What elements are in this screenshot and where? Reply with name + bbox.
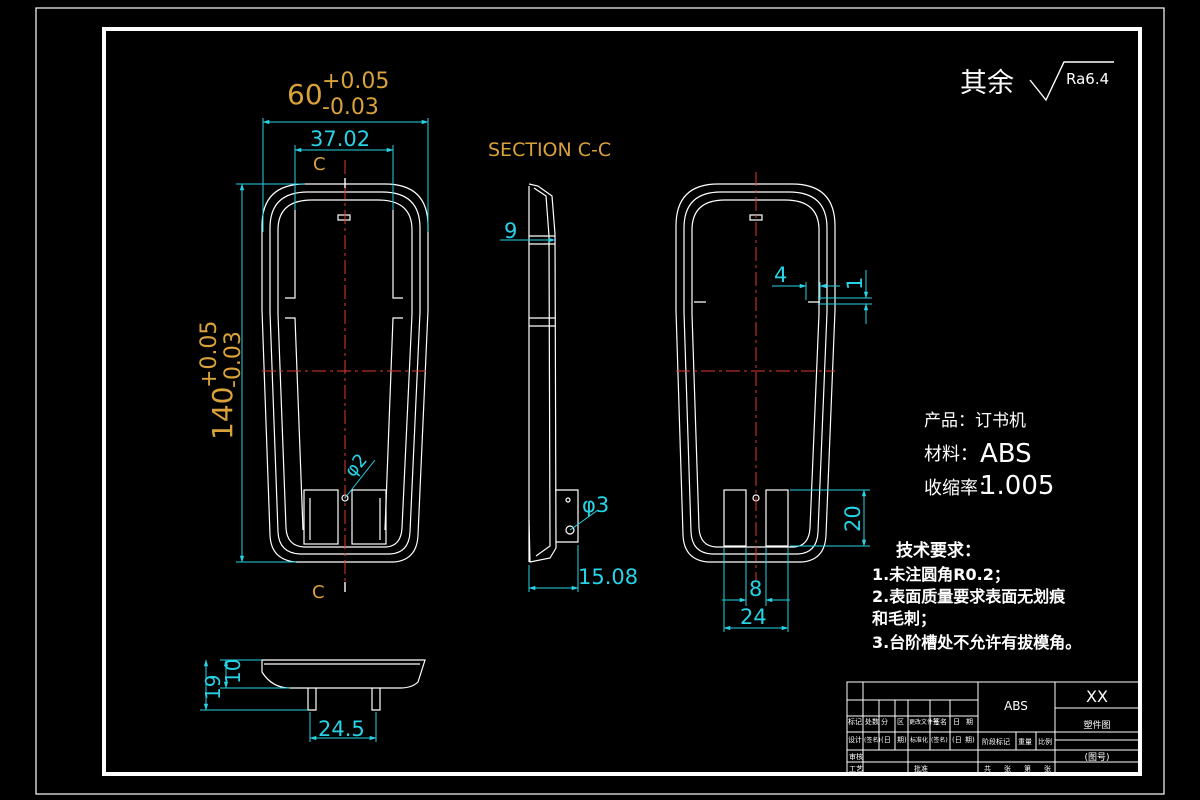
section-title: SECTION C-C [488,139,611,161]
inner-width-dim: 37.02 [310,127,370,151]
inner-frame [102,27,1142,776]
bottom-dimension-lines [200,659,377,742]
roughness-symbol [1029,61,1114,102]
bottom-inner-dim: 10 [221,659,245,684]
tb-r1-5: 签名 [933,717,947,726]
tb-r1-6: 日 [953,718,960,726]
title-block [846,681,1141,775]
tb-r3-2: 比例 [1038,737,1052,746]
tb-code: XX [1086,687,1108,706]
tb-r2-0: 设计 [848,735,862,744]
material-label: 材料： [924,444,978,465]
tb-r2-6: (日 [952,736,962,744]
front-dimension-lines [236,118,429,563]
tb-r5-5: 张 [1044,764,1051,773]
slot-span-dim: 24 [740,605,767,629]
tb-r2-5: (签名) [931,736,948,744]
tb-r1-1: 处数 [865,717,879,726]
roughness-value: Ra6.4 [1066,70,1109,88]
bottom-width-dim: 24.5 [318,717,365,741]
front-centerlines [262,160,428,585]
section-view [528,183,579,563]
step-height-dim: 1 [843,277,867,290]
front-view [261,183,429,563]
side-depth-dim: 9 [504,219,517,243]
tech-title: 技术要求： [896,540,981,561]
step-width-dim: 4 [774,263,787,287]
step-height-dim-group: 1 [843,277,867,290]
slot-gap-dim: 8 [749,577,762,601]
product-note: 产品：订书机 [924,411,1026,431]
slot-height-dim: 20 [841,505,865,532]
tb-r1-0: 标记 [848,717,862,726]
right-dimension-lines [722,270,872,632]
tb-r1-3: 区 [897,718,904,726]
shrink-value: 1.005 [980,471,1054,501]
shrink-label: 收缩率： [924,478,996,499]
tb-r5-0: 工艺 [849,765,863,773]
tb-r5-2: 共 [984,764,991,773]
length-dim-upper: +0.05 [197,321,222,388]
bottom-total-dim: 19 [201,675,225,700]
roughness-label: 其余 [960,68,1014,99]
tech-line-4: 3.台阶槽处不允许有拔模角。 [872,633,1081,652]
tb-r5-4: 第 [1024,764,1031,773]
tech-line-2: 2.表面质量要求表面无划痕 [872,587,1066,606]
side-hole-dim: φ3 [582,493,609,517]
tb-r2-1: (签名) [864,736,881,744]
tb-r3-0: 阶段标记 [982,737,1010,746]
tb-r4-0: 审核 [849,752,863,761]
section-marker-top: C [313,154,326,175]
tb-r3-1: 重量 [1018,738,1032,746]
section-dimension-lines [500,237,599,592]
tb-r2-2: (日 [881,736,891,744]
right-centerlines [676,172,835,580]
right-view [675,183,836,563]
tech-line-3: 和毛刺； [872,609,936,628]
outer-frame [35,7,1165,795]
tb-drawing-no: (图号) [1084,752,1109,763]
length-dim: 140 +0.05 -0.03 [197,321,246,440]
tb-r5-3: 张 [1004,764,1011,773]
tb-r1-2: 分 [881,717,888,726]
bottom-total-dim-group: 19 [201,675,225,700]
slot-height-dim-group: 20 [841,505,865,532]
width-dim-lower: -0.03 [322,95,379,120]
tb-r2-4: 标准化 [910,736,928,744]
length-dim-base: 140 [206,387,239,440]
tb-r1-4: 更改文件号 [909,718,939,726]
tb-name: 塑件图 [1083,719,1110,731]
tb-material: ABS [1004,699,1028,713]
tb-r5-1: 批准 [914,764,928,773]
length-dim-lower: -0.03 [221,331,246,388]
tb-r2-7: 期) [965,736,975,744]
tb-r1-7: 期 [966,718,973,726]
side-offset-dim: 15.08 [578,565,638,589]
width-dim-upper: +0.05 [322,69,389,94]
tech-line-1: 1.未注圆角R0.2； [872,565,1010,584]
section-marker-bottom: C [312,582,325,603]
width-dim-base: 60 [287,78,323,111]
bottom-view [261,659,426,711]
bottom-inner-dim-group: 10 [221,659,245,684]
tb-r2-3: 期) [897,736,907,744]
material-value: ABS [980,439,1032,469]
